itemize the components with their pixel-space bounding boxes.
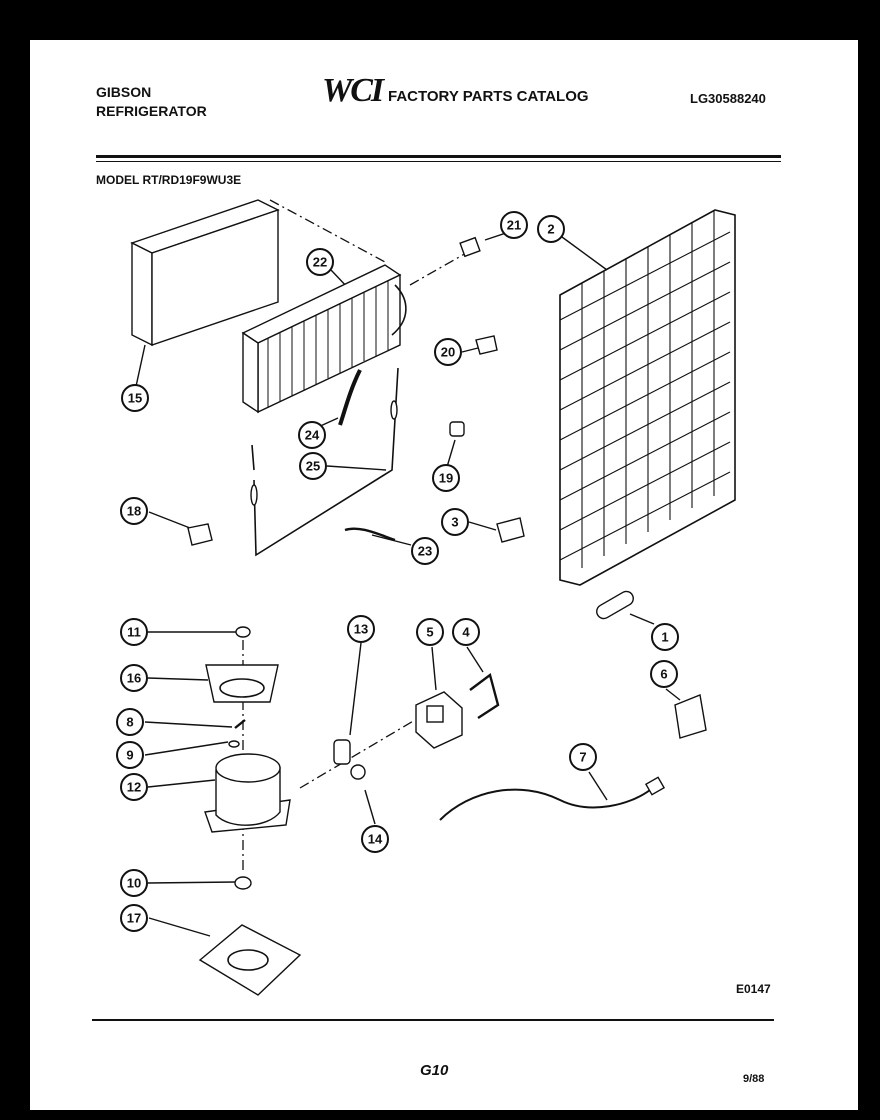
svg-text:19: 19 — [439, 471, 453, 486]
part-15-panel — [130, 199, 280, 347]
svg-text:13: 13 — [354, 622, 368, 637]
part-19-clip — [449, 421, 465, 437]
header-rule-thick — [96, 155, 781, 158]
part-18-clip — [187, 523, 213, 546]
brand-line-2: REFRIGERATOR — [96, 103, 207, 119]
callout-13: 13 — [347, 615, 375, 643]
callout-17: 17 — [120, 904, 148, 932]
callout-16: 16 — [120, 664, 148, 692]
callout-8: 8 — [116, 708, 144, 736]
figure-code: E0147 — [736, 982, 771, 996]
callout-22: 22 — [306, 248, 334, 276]
part-3-bracket — [496, 517, 525, 543]
callout-1: 1 — [651, 623, 679, 651]
part-10-grommet — [234, 876, 252, 890]
svg-text:23: 23 — [418, 544, 432, 559]
catalog-code: LG30588240 — [690, 91, 766, 106]
header-rule-thin — [96, 161, 781, 162]
callout-10: 10 — [120, 869, 148, 897]
callout-5: 5 — [416, 618, 444, 646]
part-1-drier — [596, 590, 634, 620]
callout-9: 9 — [116, 741, 144, 769]
part-8-clip — [234, 719, 246, 729]
callout-12: 12 — [120, 773, 148, 801]
svg-text:16: 16 — [127, 671, 141, 686]
svg-text:1: 1 — [661, 630, 668, 645]
callout-23: 23 — [411, 537, 439, 565]
callout-4: 4 — [452, 618, 480, 646]
svg-text:15: 15 — [128, 391, 142, 406]
callout-14: 14 — [361, 825, 389, 853]
wci-logo: WCI — [322, 72, 384, 109]
part-11-grommet — [235, 626, 251, 638]
brand-line-1: GIBSON — [96, 84, 152, 100]
callout-3: 3 — [441, 508, 469, 536]
callout-7: 7 — [569, 743, 597, 771]
svg-text:4: 4 — [462, 625, 470, 640]
svg-text:25: 25 — [306, 459, 320, 474]
part-23-clip — [344, 527, 396, 542]
part-22-evaporator — [241, 264, 407, 414]
part-4-clip — [469, 672, 500, 720]
svg-text:2: 2 — [547, 222, 554, 237]
callout-20: 20 — [434, 338, 462, 366]
part-16-cover — [205, 664, 279, 703]
model-number: MODEL RT/RD19F9WU3E — [96, 173, 242, 187]
svg-text:9: 9 — [126, 748, 133, 763]
svg-text:12: 12 — [127, 780, 141, 795]
callout-15: 15 — [121, 384, 149, 412]
svg-text:20: 20 — [441, 345, 455, 360]
callout-11: 11 — [120, 618, 148, 646]
part-24-drain-tube — [338, 369, 362, 426]
svg-text:7: 7 — [579, 750, 586, 765]
part-25-heater-wire — [250, 367, 399, 557]
svg-text:21: 21 — [507, 218, 521, 233]
catalog-sheet — [30, 40, 858, 1110]
part-7-power-cord — [439, 776, 666, 821]
svg-text:22: 22 — [313, 255, 327, 270]
footer-rule — [92, 1019, 774, 1021]
part-12-compressor — [204, 753, 291, 833]
callout-2: 2 — [537, 215, 565, 243]
svg-text:18: 18 — [127, 504, 141, 519]
page-number: G10 — [420, 1062, 449, 1079]
callout-25: 25 — [299, 452, 327, 480]
part-14-cap — [350, 764, 366, 780]
svg-text:11: 11 — [127, 625, 141, 640]
svg-text:24: 24 — [305, 428, 320, 443]
callout-19: 19 — [432, 464, 460, 492]
callout-21: 21 — [500, 211, 528, 239]
svg-text:6: 6 — [660, 667, 667, 682]
part-17-base — [198, 924, 302, 996]
part-9-washer — [228, 740, 240, 748]
svg-text:3: 3 — [451, 515, 458, 530]
svg-text:10: 10 — [127, 876, 141, 891]
callout-18: 18 — [120, 497, 148, 525]
part-21-clip — [459, 236, 481, 258]
part-2-condenser — [559, 209, 736, 586]
svg-text:17: 17 — [127, 911, 141, 926]
callout-6: 6 — [650, 660, 678, 688]
part-20-clip — [475, 335, 498, 355]
svg-text:5: 5 — [426, 625, 433, 640]
part-6-bracket — [674, 694, 707, 739]
svg-text:8: 8 — [126, 715, 133, 730]
print-date: 9/88 — [743, 1073, 765, 1085]
callout-24: 24 — [298, 421, 326, 449]
svg-text:14: 14 — [368, 832, 383, 847]
part-5-relay — [415, 691, 463, 749]
catalog-title: FACTORY PARTS CATALOG — [388, 88, 589, 105]
part-13-overload — [333, 739, 351, 765]
